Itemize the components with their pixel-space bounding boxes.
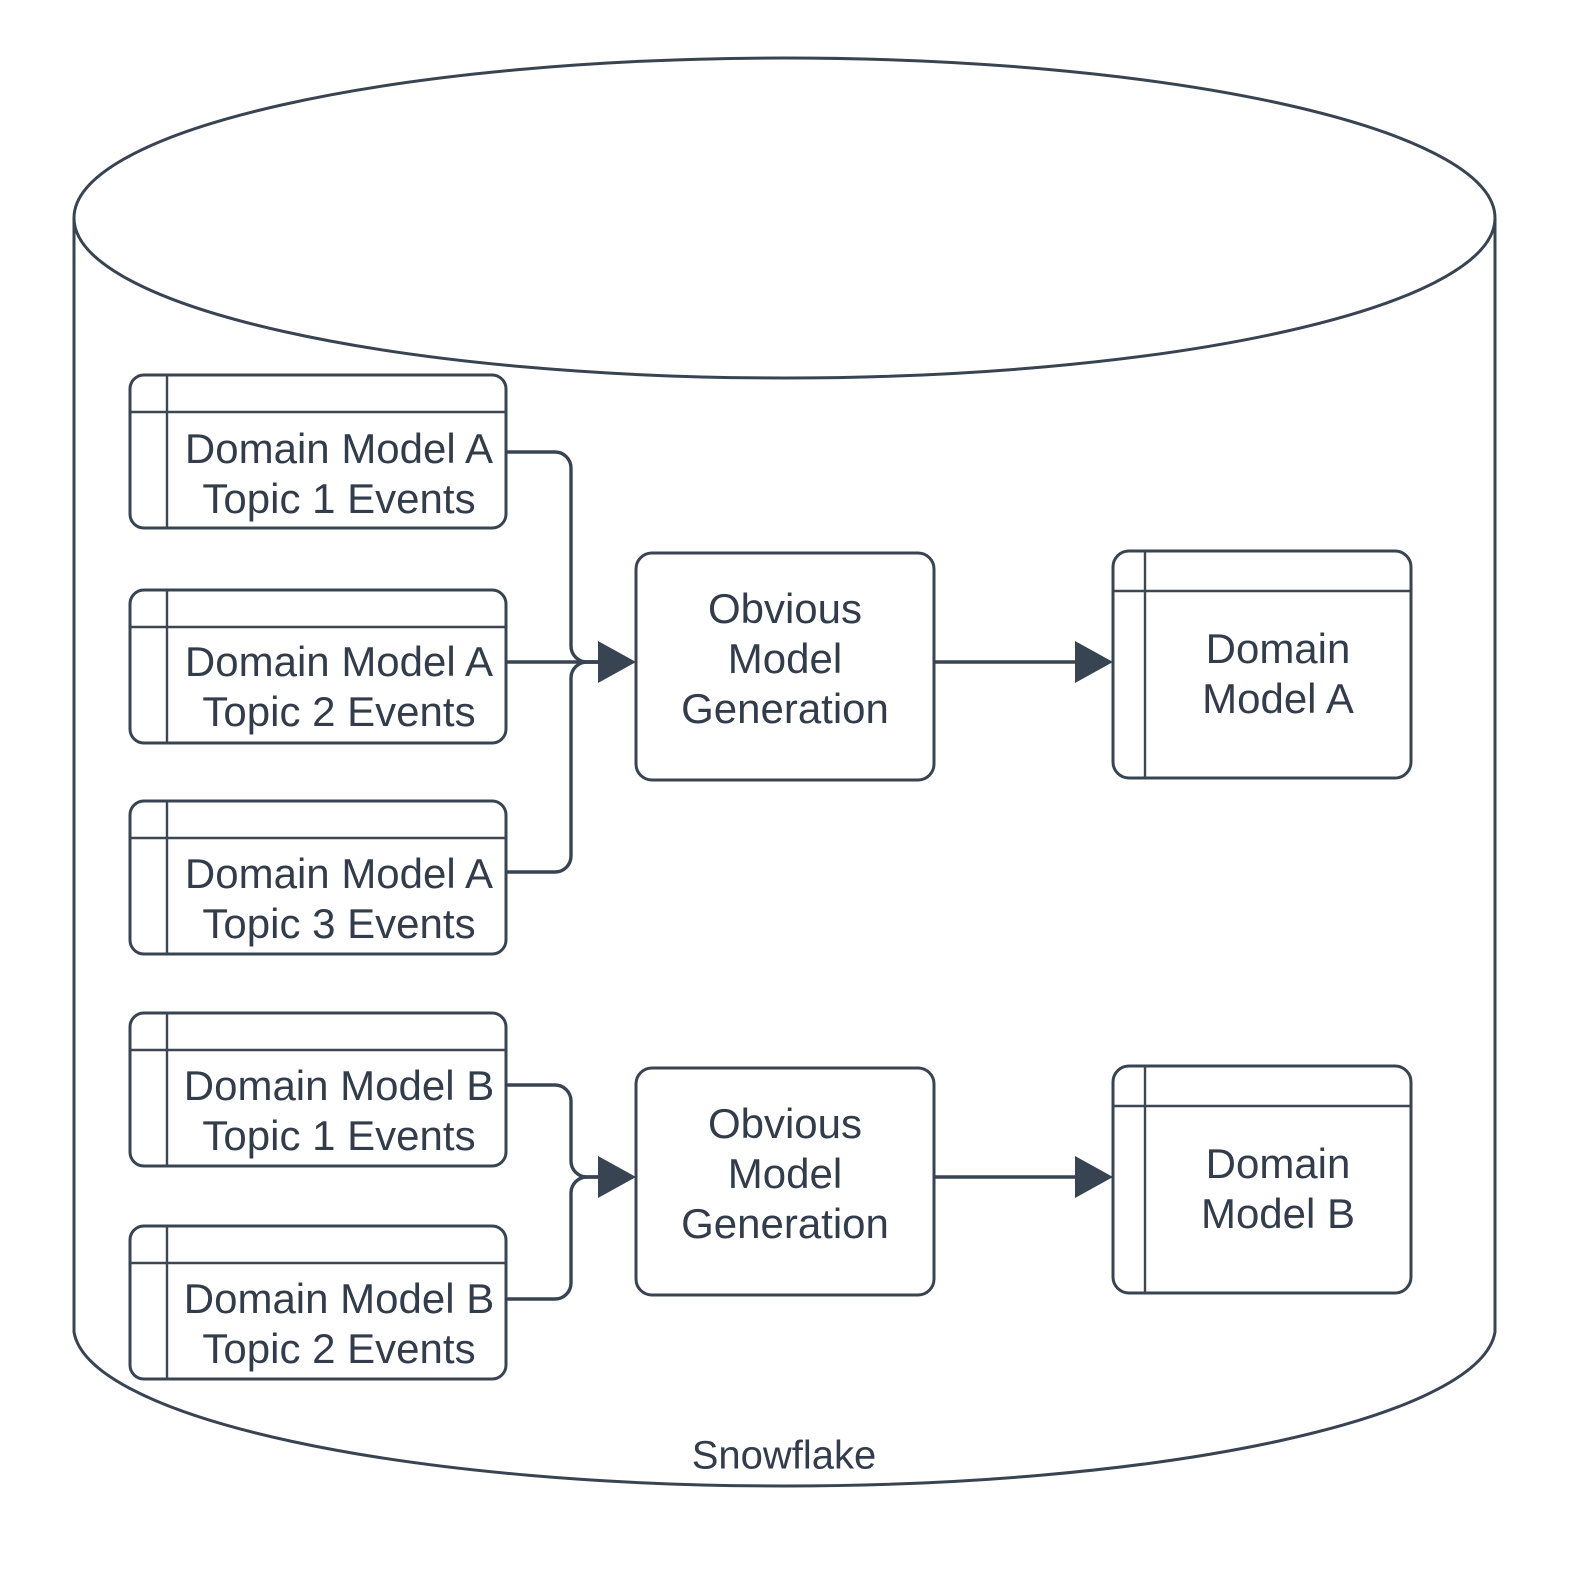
connectors-group-a [506,450,636,874]
table-outline [128,1224,508,1381]
source-table-label-line2: Topic 3 Events [202,900,475,947]
table-outline [128,1011,508,1168]
table-outline [128,588,508,745]
connector-b-topic-1 [506,1083,600,1179]
arrowhead-into-output-b [1075,1156,1113,1198]
connector-b-topic-2 [506,1175,600,1301]
process-box-b[interactable]: Obvious Model Generation [634,1066,936,1297]
process-label-line2: Model [728,1150,842,1197]
arrowhead-into-process-b [598,1156,636,1198]
cylinder-top-ellipse [72,56,1497,380]
source-table-label-line1: Domain Model A [185,850,493,897]
table-outline [1111,1064,1413,1295]
table-outline [128,799,508,956]
table-outline [1111,549,1413,780]
connectors-group-b [506,1083,636,1301]
output-table-a[interactable]: Domain Model A [1111,549,1413,780]
source-table-label-line2: Topic 1 Events [202,475,475,522]
source-table-label-line2: Topic 2 Events [202,1325,475,1372]
cylinder-label: Snowflake [692,1434,877,1478]
source-table-label-line2: Topic 2 Events [202,688,475,735]
source-table-label-line1: Domain Model A [185,425,493,472]
source-table-a-topic-3[interactable]: Domain Model A Topic 3 Events [128,799,508,956]
source-table-a-topic-2[interactable]: Domain Model A Topic 2 Events [128,588,508,745]
snowflake-cylinder [72,56,1497,1488]
output-table-b[interactable]: Domain Model B [1111,1064,1413,1295]
process-label-line1: Obvious [708,1100,862,1147]
source-table-label-line1: Domain Model B [184,1275,494,1322]
output-table-label-line2: Model A [1202,675,1354,722]
source-table-label-line2: Topic 1 Events [202,1112,475,1159]
process-label-line3: Generation [681,685,889,732]
arrowhead-into-process-a [598,641,636,683]
output-table-label-line1: Domain [1206,625,1351,672]
process-outline [634,1066,936,1297]
cylinder-body [72,218,1497,1488]
source-table-a-topic-1[interactable]: Domain Model A Topic 1 Events [128,373,508,530]
process-box-a[interactable]: Obvious Model Generation [634,551,936,782]
connector-process-a-to-output-a [934,641,1113,683]
connector-process-b-to-output-b [934,1156,1113,1198]
arrowhead-into-output-a [1075,641,1113,683]
connector-a-topic-1 [506,450,600,664]
source-table-b-topic-1[interactable]: Domain Model B Topic 1 Events [128,1011,508,1168]
process-label-line2: Model [728,635,842,682]
source-table-label-line1: Domain Model B [184,1062,494,1109]
process-label-line1: Obvious [708,585,862,632]
output-table-label-line1: Domain [1206,1140,1351,1187]
source-table-b-topic-2[interactable]: Domain Model B Topic 2 Events [128,1224,508,1381]
process-label-line3: Generation [681,1200,889,1247]
source-table-label-line1: Domain Model A [185,638,493,685]
process-outline [634,551,936,782]
output-table-label-line2: Model B [1201,1190,1355,1237]
connector-a-topic-3 [506,660,600,874]
